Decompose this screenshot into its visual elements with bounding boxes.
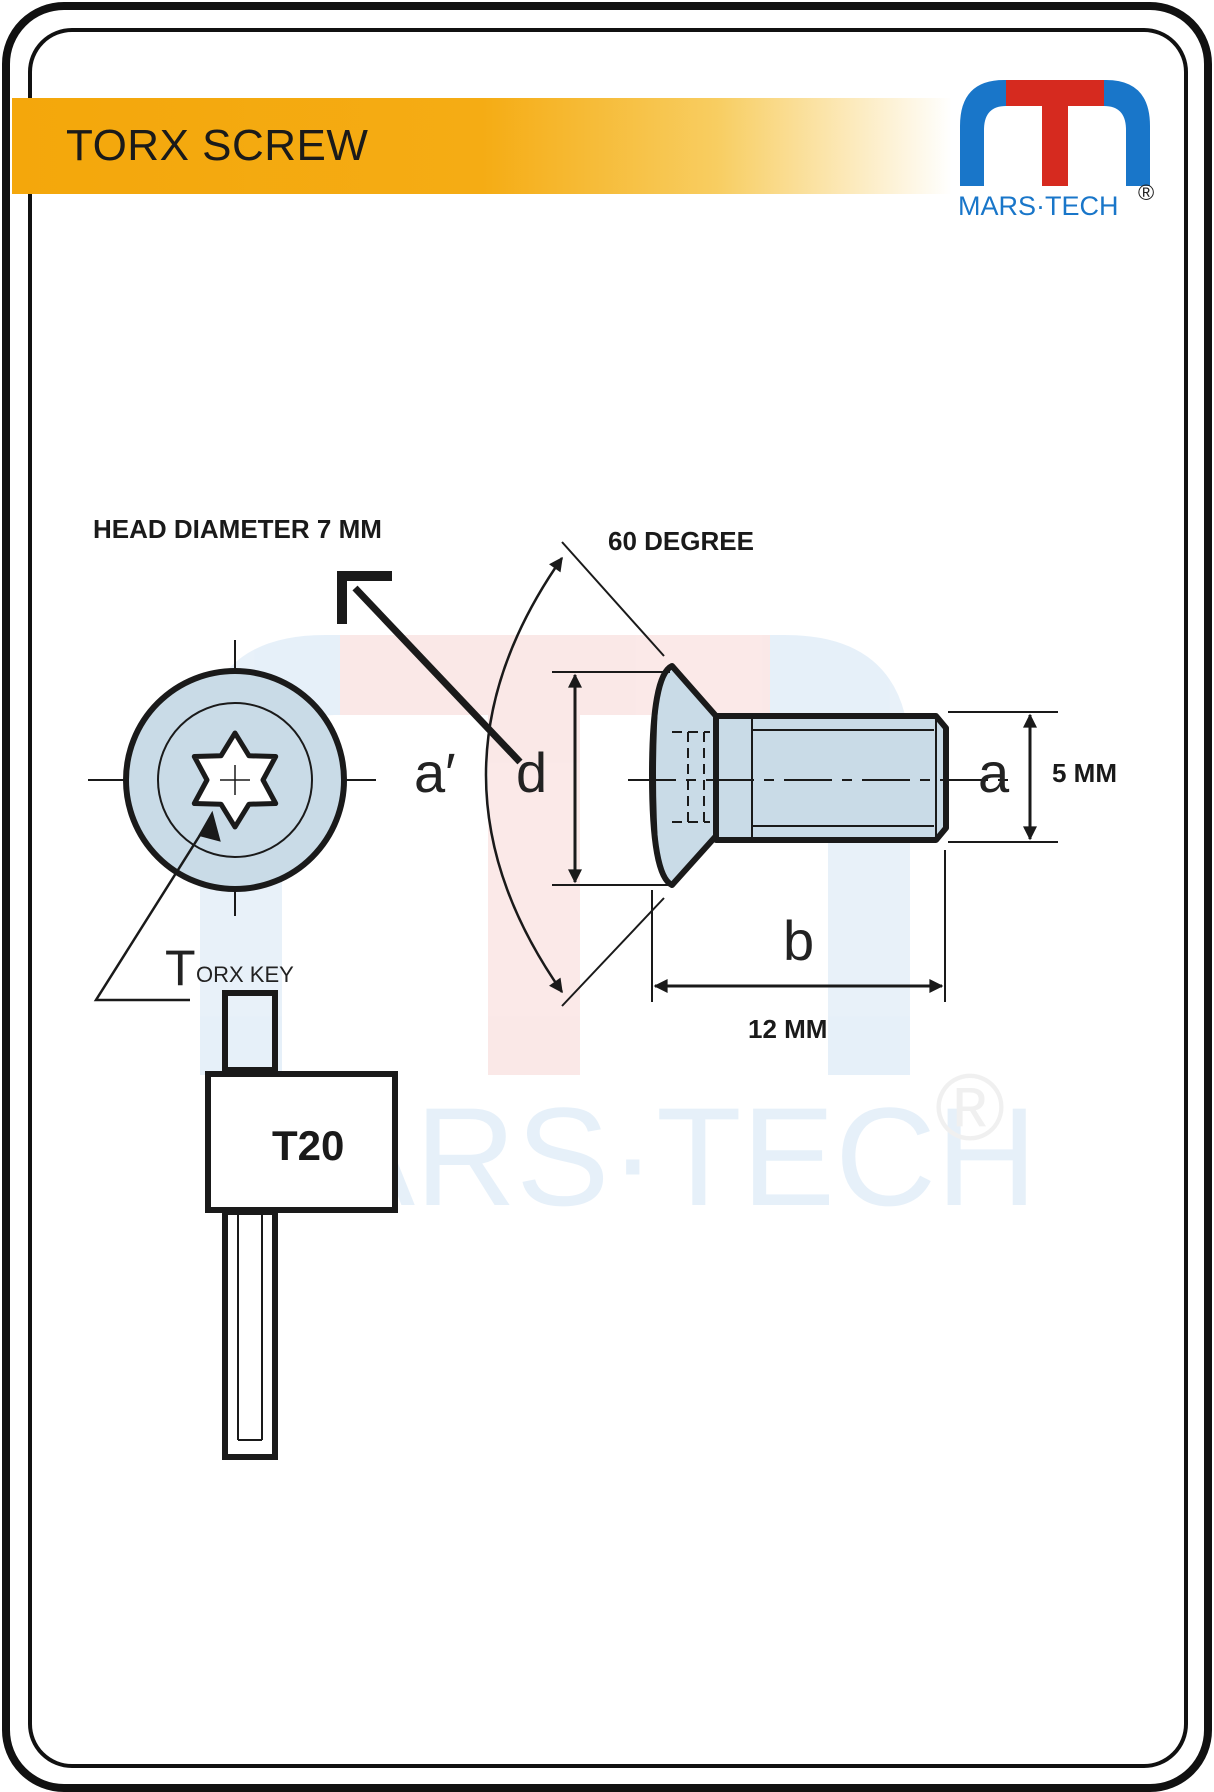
screw-head-top-view [88, 640, 376, 916]
angle-label: 60 DEGREE [608, 526, 754, 556]
torx-key-initial: T [165, 940, 196, 996]
torx-key-drawing [205, 990, 398, 1460]
brand-logo: MARS·TECH ® [958, 80, 1154, 221]
symbol-b: b [783, 909, 814, 972]
watermark-registered: ® [935, 1055, 1005, 1161]
dimension-a [948, 711, 1058, 843]
thread-diameter-label: 5 MM [1052, 758, 1117, 788]
logo-registered-mark: ® [1138, 180, 1154, 205]
dimension-b [651, 850, 946, 1002]
screw-head-profile [649, 663, 719, 888]
head-diameter-label: HEAD DIAMETER 7 MM [93, 514, 382, 544]
screw-shank [713, 713, 949, 843]
symbol-d: d [516, 741, 547, 804]
key-size-label: T20 [272, 1122, 344, 1169]
head-diameter-arrow [337, 571, 523, 765]
inner-frame [28, 28, 1188, 1768]
logo-text: MARS·TECH [958, 191, 1119, 221]
length-label: 12 MM [748, 1014, 827, 1044]
symbol-a-prime: a′ [414, 741, 456, 804]
torx-key-pointer [93, 810, 221, 1002]
dimension-d [552, 671, 670, 886]
logo-t-stem [1042, 80, 1068, 186]
title-banner: TORX SCREW [12, 98, 952, 194]
torx-key-label: ORX KEY [196, 962, 294, 987]
angle-dimension [484, 541, 665, 1007]
symbol-a: a [978, 741, 1010, 804]
screw-side-view [628, 663, 1008, 888]
key-handle [205, 1071, 398, 1213]
logo-left-arch [960, 80, 1012, 186]
page-title: TORX SCREW [66, 121, 369, 170]
logo-right-arch [1098, 80, 1150, 186]
